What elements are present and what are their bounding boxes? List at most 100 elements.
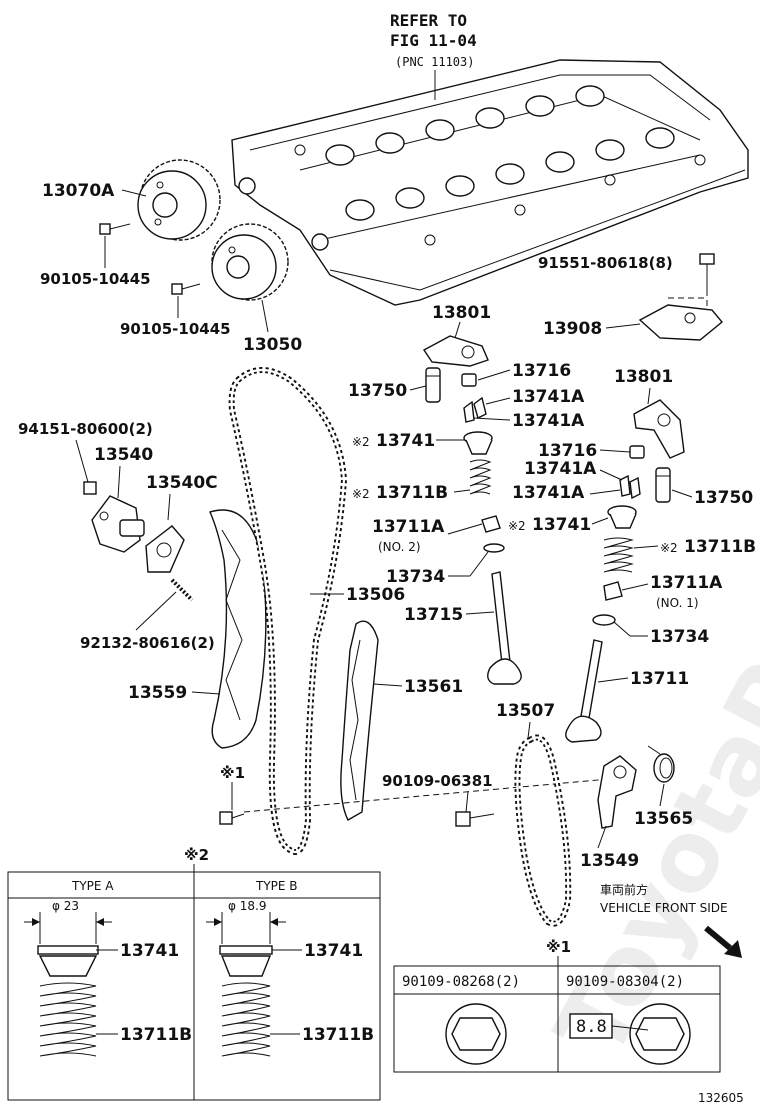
label-13741A-a: 13741A (512, 387, 585, 407)
label-13565: 13565 (634, 809, 693, 829)
type-a-header: TYPE A (71, 879, 114, 893)
type-b-header: TYPE B (255, 879, 298, 893)
type-b-spring (221, 982, 271, 1057)
type-table (7, 871, 381, 1101)
seal-13711A-a (481, 515, 501, 533)
label-13908: 13908 (543, 319, 602, 339)
label-94151: 94151-80600(2) (18, 420, 153, 438)
shim-13716-b (629, 445, 645, 459)
spring-13711B-b (603, 537, 634, 573)
rocker-arm-13801-b (633, 399, 685, 459)
type-a-retainer (37, 945, 99, 977)
bolt-91551 (699, 253, 715, 290)
camshaft-lobes (325, 85, 675, 221)
lash-adjuster-13750-b (655, 467, 671, 503)
refer-line-1: REFER TO (390, 11, 467, 30)
label-13715: 13715 (404, 605, 463, 625)
bolt-table (393, 965, 721, 1073)
gasket-13540C (145, 525, 185, 573)
bolt-left (219, 811, 245, 825)
chain-slipper-13559 (209, 509, 267, 749)
label-90105-b: 90105-10445 (120, 320, 231, 338)
tensioner-plate-13549 (597, 755, 637, 829)
label-13801-b: 13801 (614, 367, 673, 387)
keeper-13741A-b (619, 474, 641, 500)
mark-13741-a: ※2 (352, 435, 370, 449)
label-13734-a: 13734 (386, 567, 445, 587)
bolt-table-col2: 90109-08304(2) (566, 974, 684, 990)
hex-bolt-head-icon (445, 1003, 507, 1065)
label-13050: 13050 (243, 335, 302, 355)
label-13070A: 13070A (42, 181, 115, 201)
label-13741-b: 13741 (532, 515, 591, 535)
label-13561: 13561 (404, 677, 463, 697)
bolt-grade: 8.8 (576, 1017, 607, 1037)
spring-13565 (647, 745, 675, 783)
shim-13716-a (461, 373, 477, 387)
label-13711: 13711 (630, 669, 689, 689)
figure-number: 132605 (698, 1091, 744, 1105)
label-13506: 13506 (346, 585, 405, 605)
mark-1-b: ※1 (546, 938, 571, 956)
watermark: ToyotaPartsOnline (534, 149, 760, 1076)
tensioner-13540 (91, 495, 145, 553)
label-13716-a: 13716 (512, 361, 571, 381)
type-b-dimension (206, 912, 286, 944)
washer-13734-b (592, 614, 616, 626)
label-13750-a: 13750 (348, 381, 407, 401)
label-13711A-a: 13711A (372, 517, 445, 537)
type-a-13711B: 13711B (120, 1025, 192, 1045)
bolt-90105-b (171, 283, 201, 295)
retainer-13741-a (463, 431, 493, 455)
valve-13711 (565, 639, 603, 743)
type-a-13741: 13741 (120, 941, 179, 961)
label-92132: 92132-80616(2) (80, 634, 215, 652)
type-b-diameter: φ 18.9 (228, 899, 266, 913)
label-13734-b: 13734 (650, 627, 709, 647)
keeper-13741A-a (463, 396, 487, 423)
label-no2: (NO. 2) (378, 540, 421, 554)
label-90109-06381: 90109-06381 (382, 772, 493, 790)
label-13549: 13549 (580, 851, 639, 871)
type-a-dimension (24, 912, 112, 944)
refer-line-2: FIG 11-04 (390, 31, 477, 50)
label-13559: 13559 (128, 683, 187, 703)
bolt-table-col1: 90109-08268(2) (402, 974, 520, 990)
label-13540: 13540 (94, 445, 153, 465)
label-90105-a: 90105-10445 (40, 270, 151, 288)
mark-2-a: ※2 (184, 846, 209, 864)
label-13741A-d: 13741A (512, 483, 585, 503)
label-13750-b: 13750 (694, 488, 753, 508)
washer-13734-a (483, 543, 505, 553)
nut-94151 (83, 481, 97, 495)
timing-chain-13506 (228, 367, 348, 855)
label-no1: (NO. 1) (656, 596, 699, 610)
refer-line-3: (PNC 11103) (395, 55, 474, 69)
bracket-13908 (638, 304, 723, 341)
oil-pump-chain-13507 (514, 734, 572, 927)
stud-92132 (170, 578, 194, 602)
rocker-arm-13801-a (422, 335, 489, 367)
label-13711B-b: 13711B (684, 537, 756, 557)
label-13540C: 13540C (146, 473, 218, 493)
type-a-diameter: φ 23 (52, 899, 79, 913)
seal-13711A-b (603, 581, 623, 601)
spring-13711B-a (469, 459, 492, 495)
cam-gear-13050 (211, 223, 289, 301)
label-13711A-b: 13711A (650, 573, 723, 593)
lash-adjuster-13750-a (425, 367, 441, 403)
type-b-13711B: 13711B (302, 1025, 374, 1045)
bolt-90109-06381 (455, 811, 495, 827)
mark-13711B-a: ※2 (352, 487, 370, 501)
label-13507: 13507 (496, 701, 555, 721)
label-13711B-a: 13711B (376, 483, 448, 503)
mark-1-a: ※1 (220, 764, 245, 782)
front-label-en: VEHICLE FRONT SIDE (600, 901, 728, 915)
chain-guide-13561 (340, 620, 379, 821)
front-label-jp: 車両前方 (600, 882, 648, 897)
label-13741A-b: 13741A (512, 411, 585, 431)
bolt-90105-a (99, 223, 131, 235)
mark-13741-b: ※2 (508, 519, 526, 533)
retainer-13741-b (607, 505, 637, 529)
